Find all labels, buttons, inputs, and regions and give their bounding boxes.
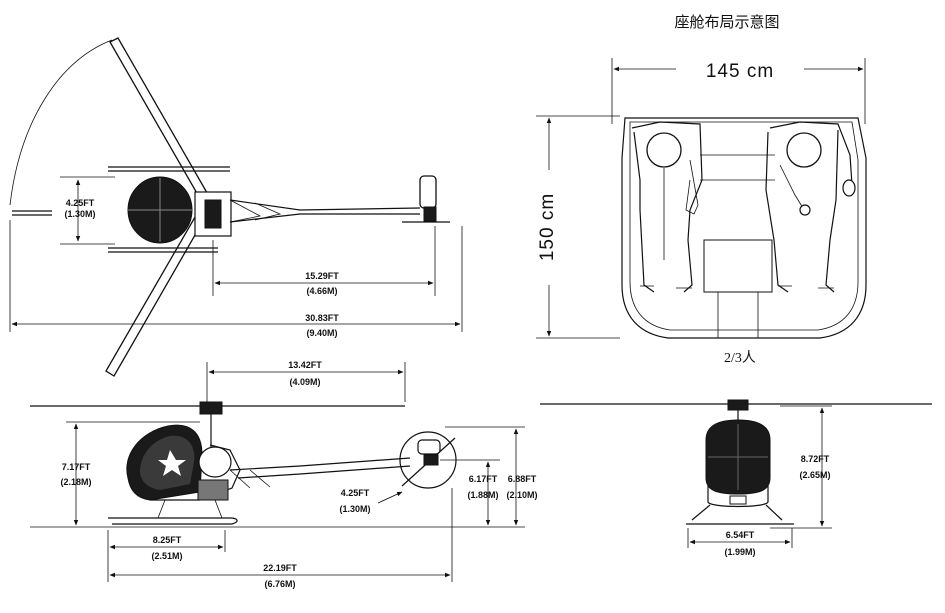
- seating-capacity: 2/3人: [724, 350, 756, 366]
- side-tailhub-ft: 6.17FT: [469, 474, 498, 484]
- side-tailtop-m: (2.10M): [506, 490, 537, 500]
- side-tailrotor-ft: 4.25FT: [341, 488, 370, 498]
- side-length-m: (6.76M): [264, 579, 295, 589]
- side-height-ft: 7.17FT: [62, 462, 91, 472]
- front-view: 8.72FT (2.65M) 6.54FT (1.99M): [540, 399, 932, 557]
- side-length-ft: 22.19FT: [263, 563, 297, 573]
- top-tail-m: (4.66M): [306, 286, 337, 296]
- side-skid-ft: 8.25FT: [153, 535, 182, 545]
- front-width-m: (1.99M): [724, 547, 755, 557]
- side-rotor-ft: 13.42FT: [288, 360, 322, 370]
- side-tailtop-ft: 6.88FT: [508, 474, 537, 484]
- side-tailhub-m: (1.88M): [467, 490, 498, 500]
- cabin-length: 150 cm: [537, 193, 558, 261]
- top-width-ft: 4.25FT: [66, 198, 95, 208]
- top-view: 4.25FT (1.30M) 15.29FT (4.66M) 30.83FT (…: [9, 37, 463, 377]
- side-view: 13.42FT (4.09M) 7.17FT (2.18M) 4.25FT: [30, 360, 538, 589]
- top-overall-ft: 30.83FT: [305, 313, 339, 323]
- cabin-width: 145 cm: [706, 61, 774, 82]
- cabin-layout: 座舱布局示意图 145 cm 150 cm: [536, 13, 867, 366]
- side-height-m: (2.18M): [60, 477, 91, 487]
- front-height-ft: 8.72FT: [801, 454, 830, 464]
- front-width-ft: 6.54FT: [726, 530, 755, 540]
- right-occupant: [765, 121, 856, 293]
- left-occupant: [631, 121, 703, 293]
- side-skid-m: (2.51M): [151, 551, 182, 561]
- top-width-m: (1.30M): [64, 209, 95, 219]
- side-tailrotor-m: (1.30M): [339, 504, 370, 514]
- front-height-m: (2.65M): [799, 470, 830, 480]
- top-tail-ft: 15.29FT: [305, 271, 339, 281]
- cabin-floor-outline: [621, 117, 867, 339]
- top-overall-m: (9.40M): [306, 328, 337, 338]
- cabin-title: 座舱布局示意图: [674, 13, 779, 31]
- side-rotor-m: (4.09M): [289, 377, 320, 387]
